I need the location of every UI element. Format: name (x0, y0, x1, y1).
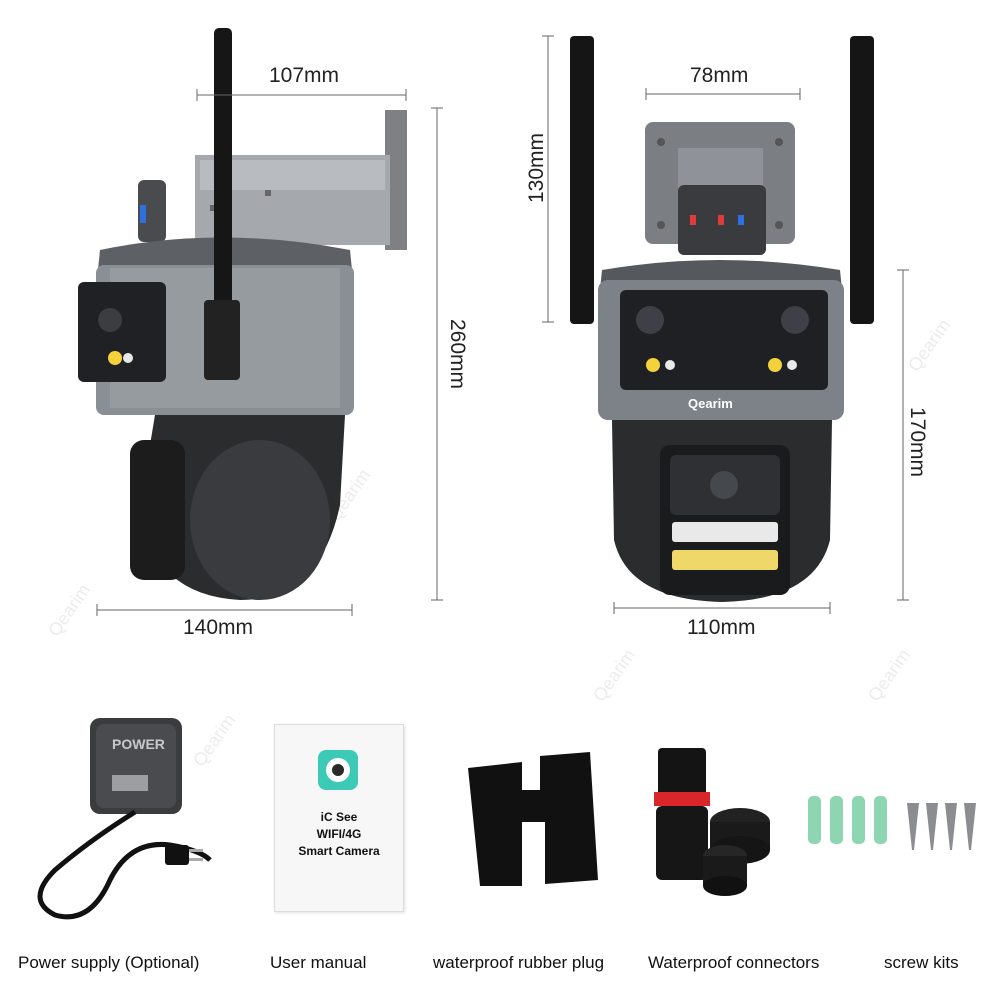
caption-power-supply: Power supply (Optional) (18, 953, 200, 972)
manual-title-line: iC See (320, 810, 358, 824)
caption-rubber-plug: waterproof rubber plug (433, 953, 605, 972)
manual-title-line: WIFI/4G (316, 827, 362, 841)
dimension-label: 78mm (690, 64, 749, 87)
dimension-label: 110mm (687, 616, 756, 639)
caption-screw-kits: screw kits (884, 953, 959, 972)
brand-logo-text: Qearim (688, 396, 733, 411)
dimension-label: 107mm (269, 64, 340, 87)
manual-title-line: Smart Camera (298, 844, 380, 858)
dimension-label: 140mm (183, 616, 254, 639)
power-adapter-label: POWER (112, 736, 165, 752)
caption-waterproof-connectors: Waterproof connectors (648, 953, 820, 972)
caption-user-manual: User manual (270, 953, 367, 972)
